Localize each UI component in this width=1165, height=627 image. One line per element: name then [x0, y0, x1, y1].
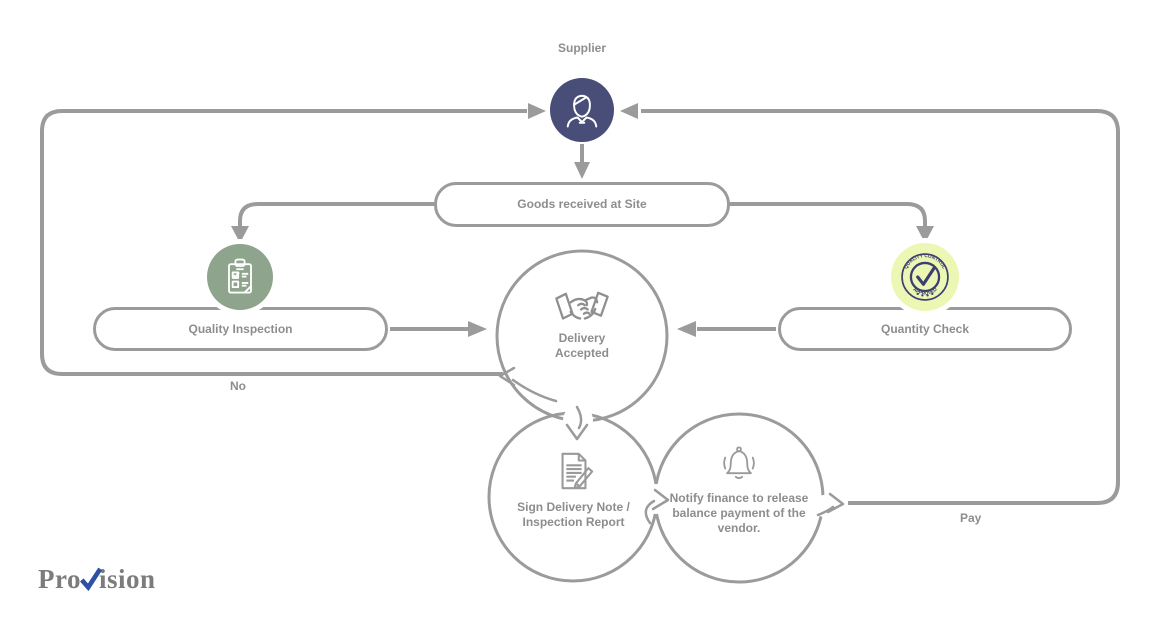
edge-no-path — [40, 109, 527, 376]
edge-label-pay: Pay — [960, 511, 982, 525]
quality-inspection-label: Quality Inspection — [188, 321, 293, 336]
svg-text:QUALITY CONTROL: QUALITY CONTROL — [903, 253, 947, 270]
supplier-label: Supplier — [557, 41, 606, 55]
sign-delivery-note-node: Sign Delivery Note / Inspection Report — [501, 448, 646, 530]
logo-text-prefix: Pro — [38, 564, 81, 594]
document-pencil-icon — [560, 452, 593, 490]
edge-goods-quantity — [729, 202, 927, 226]
goods-received-label: Goods received at Site — [517, 197, 647, 211]
delivery-accepted-label: Delivery Accepted — [554, 331, 610, 360]
quantity-check-box: Quantity Check — [778, 307, 1072, 351]
handshake-icon — [555, 291, 609, 320]
logo-text-suffix: ision — [99, 564, 156, 594]
quantity-check-badge: QUALITY CONTROL APPROVED — [891, 243, 959, 311]
edge-pay-path — [641, 109, 1120, 505]
logo-check-icon — [79, 567, 103, 591]
quality-inspection-box: Quality Inspection — [93, 307, 388, 351]
edge-goods-quality — [238, 202, 436, 226]
notify-finance-label: Notify finance to release balance paymen… — [669, 491, 809, 535]
approved-seal-icon: QUALITY CONTROL APPROVED — [901, 253, 949, 301]
clipboard-checklist-icon — [228, 258, 252, 294]
seal-top-text: QUALITY CONTROL — [903, 253, 947, 270]
sign-delivery-note-label: Sign Delivery Note / Inspection Report — [517, 500, 630, 529]
notify-finance-node: Notify finance to release balance paymen… — [657, 441, 821, 536]
quantity-check-label: Quantity Check — [880, 321, 970, 336]
bell-icon — [723, 446, 755, 479]
supplier-node — [550, 78, 614, 142]
quality-inspection-badge — [207, 244, 273, 310]
edge-label-no: No — [230, 379, 246, 393]
thin-arrows — [498, 366, 845, 525]
person-icon — [566, 94, 598, 128]
provision-logo: Pro ision — [38, 564, 156, 595]
goods-received-box: Goods received at Site — [434, 182, 730, 227]
delivery-accepted-node: Delivery Accepted — [522, 290, 642, 361]
solid-arrowheads — [231, 103, 934, 337]
